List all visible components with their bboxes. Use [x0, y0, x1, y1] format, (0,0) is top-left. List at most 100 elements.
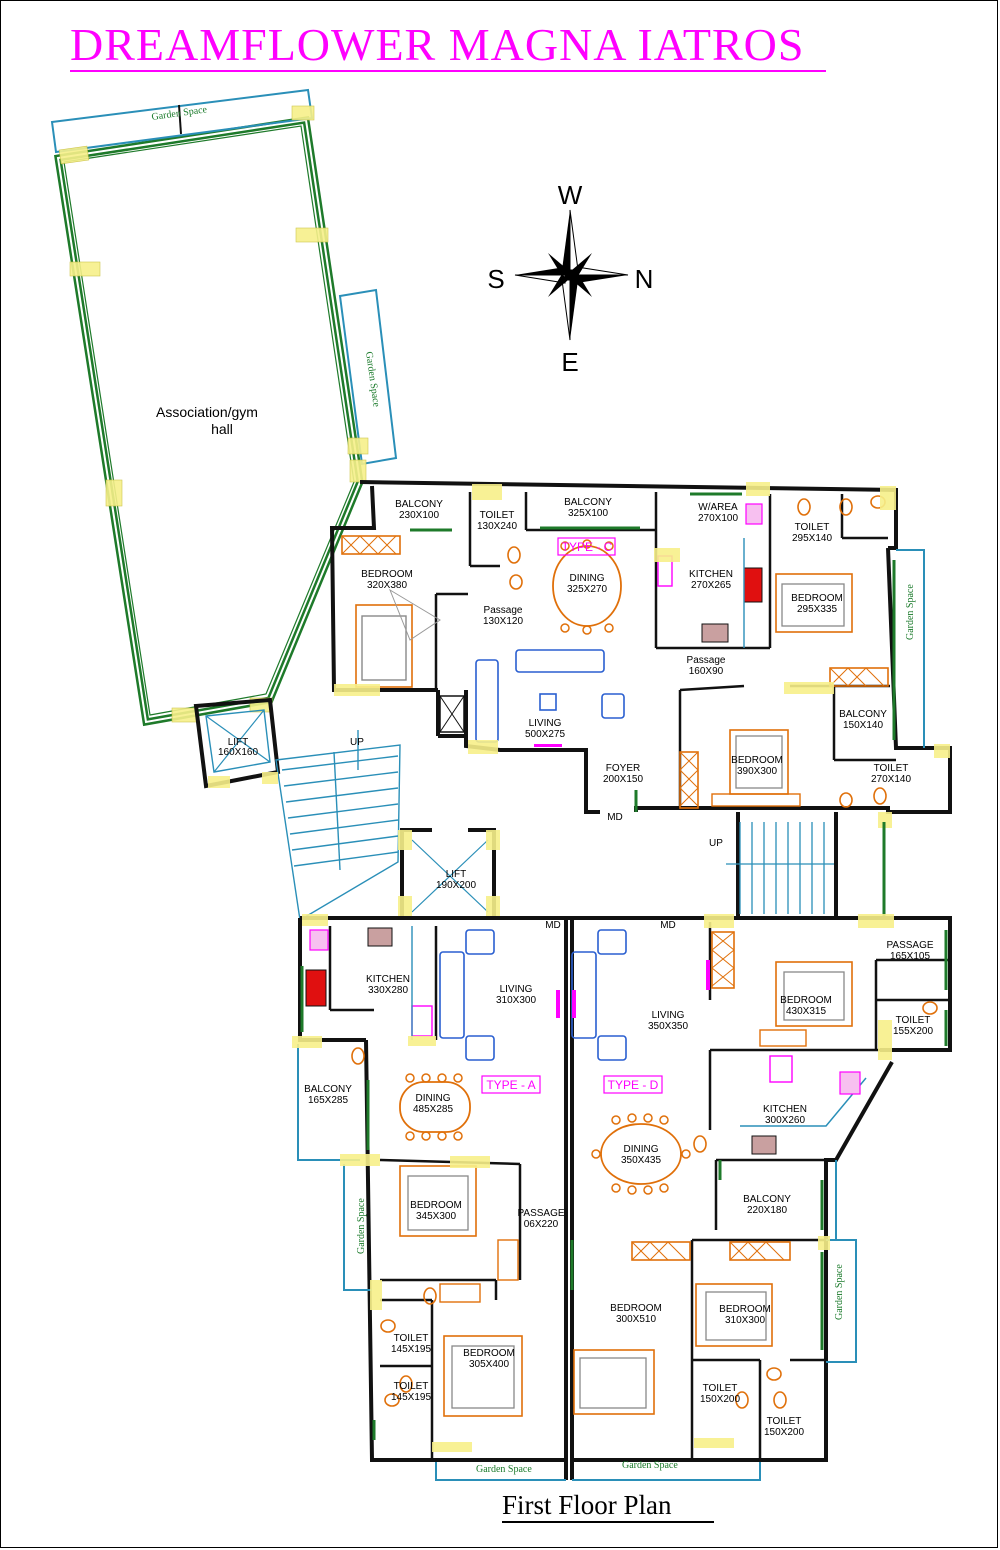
garden-label-type-c: Garden Space — [905, 584, 916, 640]
lift-mid-label-2: 190X200 — [436, 880, 476, 891]
c-passage2-2: 160X90 — [689, 666, 724, 677]
c-bedroom1-1: BEDROOM — [361, 569, 413, 580]
hall-label-line2: hall — [211, 421, 233, 437]
compass: W E S N — [487, 180, 653, 377]
c-toilet3-2: 270X140 — [871, 774, 911, 785]
d-bedroom1-2: 430X315 — [786, 1006, 826, 1017]
compass-left: S — [487, 264, 504, 294]
lift-top-label-2: 160X160 — [218, 747, 258, 758]
d-kitchen-1: KITCHEN — [763, 1104, 807, 1115]
c-kitchen-1: KITCHEN — [689, 569, 733, 580]
c-bedroom3-2: 390X300 — [737, 766, 777, 777]
d-toilet3-2: 150X200 — [764, 1427, 804, 1438]
up-label-top: UP — [350, 737, 364, 748]
c-bedroom2-1: BEDROOM — [791, 593, 843, 604]
c-toilet-1: TOILET — [480, 510, 515, 521]
unit-type-a: Garden Space Garden Space TYPE - A — [292, 914, 568, 1481]
garden-label-type-d-side: Garden Space — [834, 1264, 845, 1320]
c-dining-1: DINING — [570, 573, 605, 584]
association-gym-hall: Garden Space Garden Space Association/gy… — [50, 88, 398, 727]
d-bedroom1-1: BEDROOM — [780, 995, 832, 1006]
c-bedroom1-2: 320X380 — [367, 580, 407, 591]
d-kitchen-2: 300X260 — [765, 1115, 805, 1126]
c-passage1-1: Passage — [484, 605, 523, 616]
c-living-2: 500X275 — [525, 729, 565, 740]
a-kitchen-2: 330X280 — [368, 985, 408, 996]
c-passage1-2: 130X120 — [483, 616, 523, 627]
d-balcony-1: BALCONY — [743, 1194, 791, 1205]
a-toilet1-2: 145X195 — [391, 1344, 431, 1355]
a-passage-1: PASSAGE — [517, 1208, 564, 1219]
c-warea-1: W/AREA — [698, 502, 738, 513]
unit-type-c: Garden Space TYPE - C — [329, 480, 952, 828]
d-bedroom2-2: 300X510 — [616, 1314, 656, 1325]
d-passage-1: PASSAGE — [886, 940, 933, 951]
title-underline — [70, 70, 826, 72]
a-bedroom2-1: BEDROOM — [463, 1348, 515, 1359]
c-living-1: LIVING — [529, 718, 562, 729]
type-a-label: TYPE - A — [486, 1078, 535, 1092]
a-bedroom1-1: BEDROOM — [410, 1200, 462, 1211]
a-toilet1-1: TOILET — [394, 1333, 429, 1344]
md-label-d: MD — [660, 920, 676, 931]
d-toilet3-1: TOILET — [767, 1416, 802, 1427]
c-bedroom2-2: 295X335 — [797, 604, 837, 615]
a-balcony-2: 165X285 — [308, 1095, 348, 1106]
c-foyer-2: 200X150 — [603, 774, 643, 785]
up-label-mid: UP — [709, 838, 723, 849]
unit-type-d: Garden Space Garden Space TYPE - D — [566, 914, 952, 1481]
project-title: DREAMFLOWER MAGNA IATROS — [70, 19, 805, 70]
garden-label-hall-side: Garden Space — [363, 351, 382, 408]
c-toilet2-1: TOILET — [795, 522, 830, 533]
c-balcony1-1: BALCONY — [395, 499, 443, 510]
d-toilet2-1: TOILET — [703, 1383, 738, 1394]
c-passage2-1: Passage — [687, 655, 726, 666]
lift-mid-label-1: LIFT — [446, 869, 467, 880]
a-balcony-1: BALCONY — [304, 1084, 352, 1095]
a-bedroom2-2: 305X400 — [469, 1359, 509, 1370]
d-bedroom2-1: BEDROOM — [610, 1303, 662, 1314]
c-toilet2-2: 295X140 — [792, 533, 832, 544]
d-toilet2-2: 150X200 — [700, 1394, 740, 1405]
lift-and-stairs-middle: LIFT 190X200 UP — [398, 812, 886, 920]
a-dining-2: 485X285 — [413, 1104, 453, 1115]
lift-top-label-1: LIFT — [228, 737, 249, 748]
d-living-1: LIVING — [652, 1010, 685, 1021]
md-label-c: MD — [607, 812, 623, 823]
a-dining-1: DINING — [416, 1093, 451, 1104]
lift-and-stairs-top: LIFT 160X160 UP — [193, 697, 401, 922]
d-bedroom3-2: 310X300 — [725, 1315, 765, 1326]
d-balcony-2: 220X180 — [747, 1205, 787, 1216]
a-bedroom1-2: 345X300 — [416, 1211, 456, 1222]
a-living-2: 310X300 — [496, 995, 536, 1006]
c-bedroom3-1: BEDROOM — [731, 755, 783, 766]
a-kitchen-1: KITCHEN — [366, 974, 410, 985]
c-balcony1-2: 230X100 — [399, 510, 439, 521]
hall-label-line1: Association/gym — [156, 404, 258, 420]
garden-label-type-d-bottom: Garden Space — [622, 1460, 678, 1471]
compass-bottom: E — [561, 347, 578, 377]
c-toilet-2: 130X240 — [477, 521, 517, 532]
c-balcony3-2: 150X140 — [843, 720, 883, 731]
a-living-1: LIVING — [500, 984, 533, 995]
d-living-2: 350X350 — [648, 1021, 688, 1032]
floor-plan-caption: First Floor Plan — [502, 1490, 672, 1520]
c-foyer-1: FOYER — [606, 763, 640, 774]
a-toilet2-1: TOILET — [394, 1381, 429, 1392]
garden-label-type-a-side: Garden Space — [356, 1198, 367, 1254]
c-balcony3-1: BALCONY — [839, 709, 887, 720]
d-toilet1-2: 155X200 — [893, 1026, 933, 1037]
a-toilet2-2: 145X195 — [391, 1392, 431, 1403]
md-label-a: MD — [545, 920, 561, 931]
c-warea-2: 270X100 — [698, 513, 738, 524]
c-balcony2-2: 325X100 — [568, 508, 608, 519]
type-d-label: TYPE - D — [608, 1078, 659, 1092]
caption-underline — [502, 1521, 714, 1523]
compass-top: W — [558, 180, 583, 210]
a-passage-2: 06X220 — [524, 1219, 559, 1230]
c-dining-2: 325X270 — [567, 584, 607, 595]
type-c-label: TYPE - C — [562, 540, 613, 554]
d-dining-1: DINING — [624, 1144, 659, 1155]
